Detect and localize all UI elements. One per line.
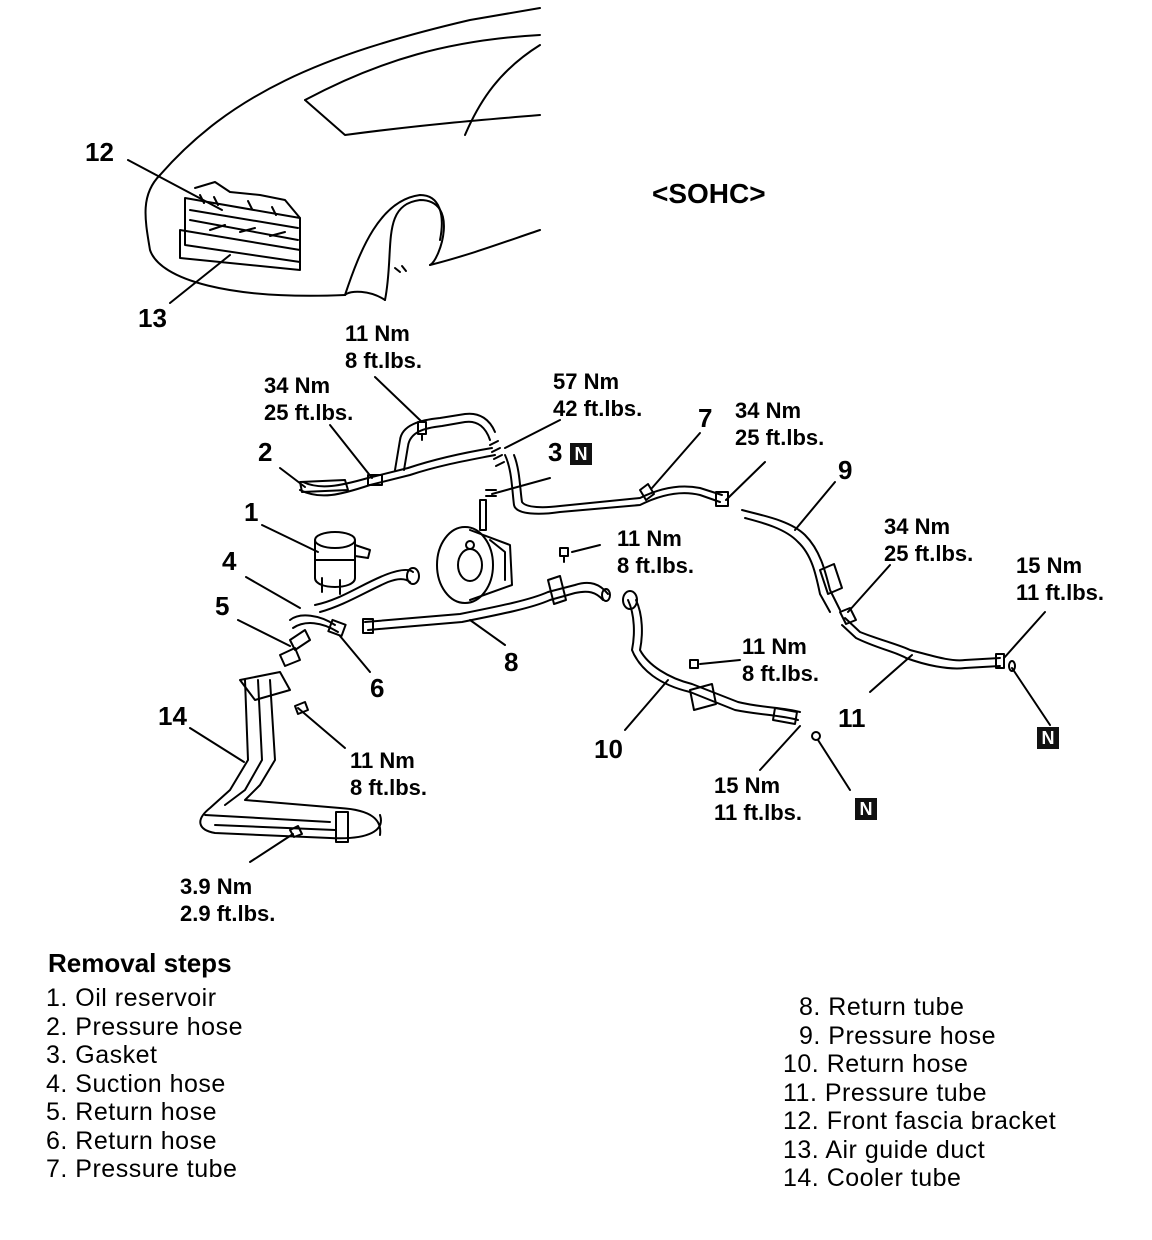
front-fascia-bracket	[179, 181, 301, 271]
callout-7: 7	[698, 403, 713, 433]
return-tube-8	[362, 575, 611, 634]
leader-n-a	[1011, 667, 1051, 726]
new-part-badge: N	[570, 443, 592, 465]
leader-n-b	[817, 739, 851, 791]
leader-11	[869, 654, 913, 693]
callout-10: 10	[594, 734, 623, 764]
callout-8: 8	[504, 647, 519, 677]
removal-steps-title: Removal steps	[48, 948, 232, 978]
leader-11nm-c	[699, 659, 741, 665]
pressure-hose-9	[741, 509, 843, 613]
variant-label: <SOHC>	[652, 178, 766, 209]
removal-step: 10. Return hose	[783, 1050, 969, 1078]
leader-34nm-c	[847, 564, 891, 613]
hose-clamp	[289, 629, 311, 651]
leader-9	[794, 481, 836, 531]
pressure-tube-11	[839, 607, 1005, 670]
leader-8	[469, 619, 506, 646]
removal-steps-left: 1. Oil reservoir 2. Pressure hose 3. Gas…	[46, 984, 243, 1184]
leader-34nm-a	[329, 424, 373, 479]
callout-2: 2	[258, 437, 273, 467]
callout-14: 14	[158, 701, 187, 731]
suction-hose	[314, 568, 414, 606]
leader-6	[339, 635, 371, 673]
leader-4	[245, 576, 301, 609]
callout-9: 9	[838, 455, 853, 485]
power-steering-pump	[436, 499, 513, 604]
removal-step: 8. Return tube	[799, 993, 965, 1021]
leader-7	[651, 432, 701, 489]
leader-15nm-b	[759, 725, 801, 771]
removal-step: 14. Cooler tube	[783, 1164, 962, 1192]
pressure-tube-7	[504, 454, 729, 515]
leader-12	[127, 159, 223, 211]
pressure-hose-2	[299, 412, 505, 497]
removal-step: 4. Suction hose	[46, 1069, 226, 1098]
removal-step: 5. Return hose	[46, 1098, 217, 1126]
callout-6: 6	[370, 673, 385, 703]
leader-11nm-b	[571, 544, 601, 553]
removal-step: 1. Oil reservoir	[46, 984, 217, 1012]
leader-57nm	[504, 419, 561, 449]
leader-10	[624, 679, 669, 731]
callout-1: 1	[244, 497, 259, 527]
leader-13	[169, 254, 231, 304]
callout-3: 3	[548, 437, 563, 467]
callout-12: 12	[85, 137, 114, 167]
removal-steps-right: 8. Return tube 9. Pressure hose 10. Retu…	[783, 993, 1056, 1193]
removal-step: 7. Pressure tube	[46, 1155, 238, 1183]
leader-5	[237, 619, 291, 647]
removal-step: 12. Front fascia bracket	[783, 1107, 1057, 1135]
leader-14	[189, 727, 245, 763]
leader-11nm-a	[374, 376, 423, 423]
removal-step: 3. Gasket	[46, 1041, 158, 1069]
new-part-badge: N	[1037, 727, 1059, 749]
leader-cooler-clamp	[249, 833, 294, 863]
callout-4: 4	[222, 546, 237, 576]
callout-11: 11	[838, 703, 866, 733]
removal-step: 2. Pressure hose	[46, 1012, 243, 1041]
callout-13: 13	[138, 303, 167, 333]
leader-1	[261, 524, 319, 553]
removal-step: 6. Return hose	[46, 1126, 217, 1155]
return-hose-10	[622, 590, 801, 725]
car-body-outline	[144, 7, 541, 301]
oil-reservoir	[314, 531, 371, 595]
leader-15nm-a	[1003, 611, 1046, 659]
new-part-badge: N	[855, 798, 877, 820]
removal-step: 9. Pressure hose	[799, 1021, 996, 1050]
leader-34nm-b	[725, 461, 766, 501]
removal-step: 11. Pressure tube	[783, 1078, 987, 1107]
removal-step: 13. Air guide duct	[783, 1135, 986, 1164]
callout-5: 5	[215, 591, 230, 621]
leader-14-bolt	[297, 707, 346, 749]
